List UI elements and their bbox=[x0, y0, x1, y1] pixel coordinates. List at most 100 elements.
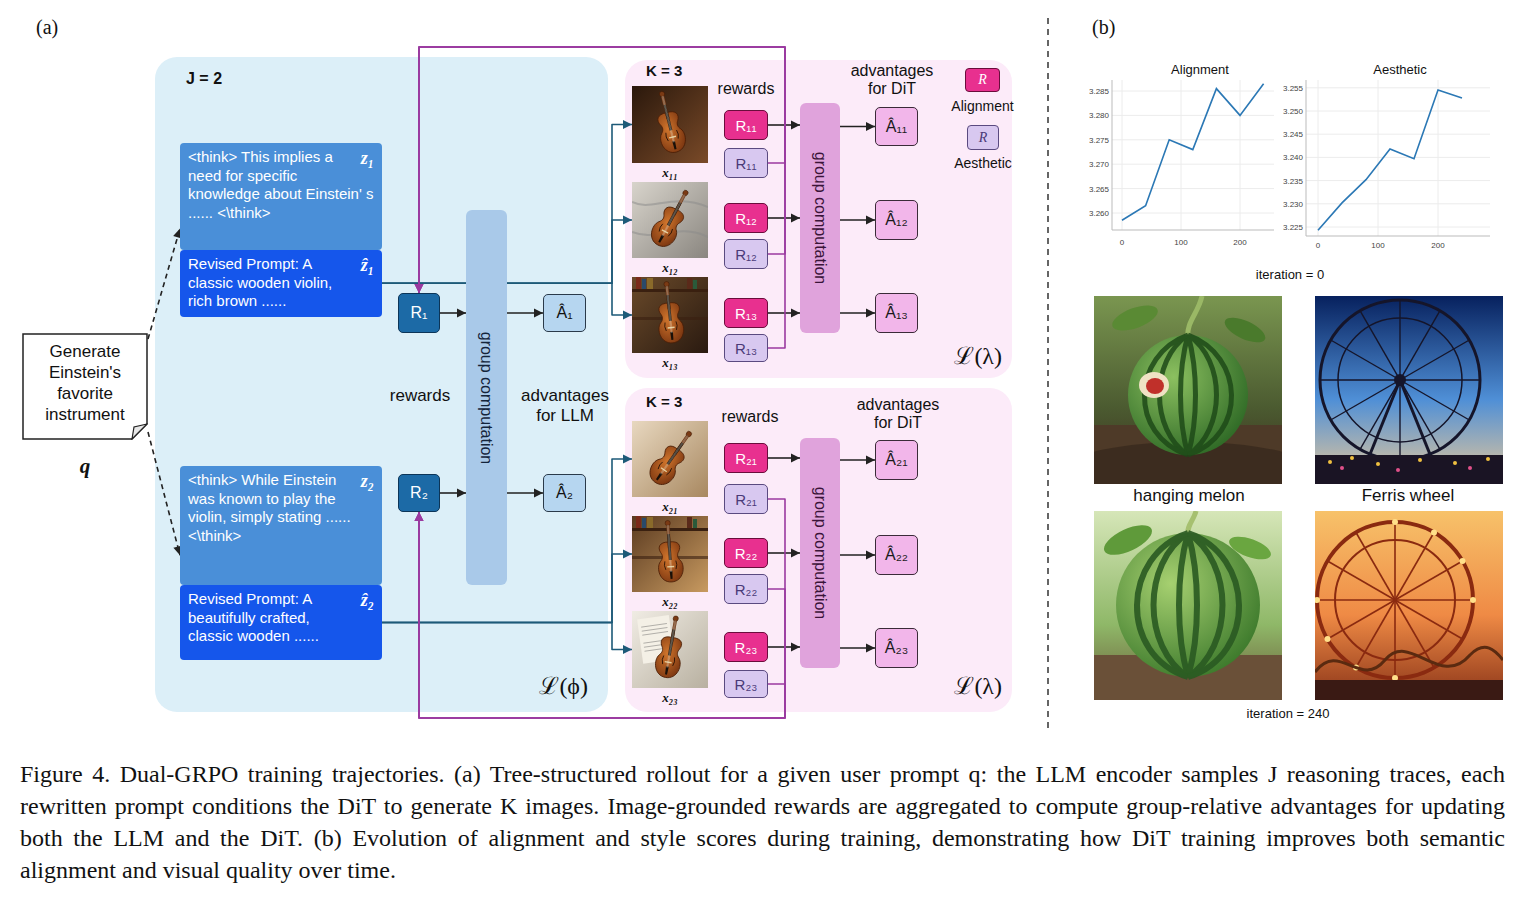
annotation-label: 200 bbox=[1431, 241, 1444, 250]
connector-line bbox=[382, 459, 632, 623]
alignment-reward-box: R₂₂ bbox=[724, 538, 768, 568]
arrowhead bbox=[415, 284, 424, 293]
annotation-label: (a) bbox=[36, 16, 58, 39]
connector-line bbox=[419, 47, 785, 293]
latent-symbol: z₁ bbox=[361, 148, 374, 168]
trace-text: Revised Prompt: A classic wooden violin,… bbox=[188, 255, 374, 311]
annotation-label: rewards bbox=[390, 386, 450, 406]
group-text: group computation bbox=[811, 152, 829, 285]
aesthetic-reward-box: R₂₃ bbox=[724, 670, 768, 698]
arrowhead bbox=[415, 512, 424, 521]
annotation-label: Ferris wheel bbox=[1362, 486, 1455, 506]
symbol-text: Â₂ bbox=[556, 484, 573, 502]
generated-image: x₁₁ bbox=[632, 86, 708, 163]
connector-line bbox=[148, 432, 180, 555]
connector-line bbox=[382, 623, 632, 650]
arrowhead bbox=[415, 284, 424, 293]
connector-arrow bbox=[415, 47, 786, 348]
connector-line bbox=[507, 312, 543, 314]
violin-image bbox=[632, 182, 708, 258]
connector-line bbox=[840, 647, 875, 649]
connector-line bbox=[840, 312, 875, 314]
llm-advantage-box: Â₁ bbox=[543, 294, 586, 332]
connector-line bbox=[768, 312, 800, 314]
connector-line bbox=[768, 646, 800, 648]
connector-line bbox=[840, 126, 875, 128]
connector-line bbox=[419, 47, 785, 348]
image-label: x₂₁ bbox=[632, 499, 708, 514]
symbol-text: R₁₂ bbox=[735, 210, 757, 227]
connector-arrow bbox=[840, 216, 875, 225]
connector-line bbox=[768, 124, 800, 126]
arrowhead bbox=[866, 216, 875, 225]
connector-arrow bbox=[382, 455, 632, 623]
connector-line bbox=[419, 512, 785, 718]
dit-panel: K = 3ℒ(λ)x₂₁x₂₂x₂₃R₂₁R₂₁R₂₂R₂₂R₂₃R₂₃grou… bbox=[625, 388, 1012, 712]
connector-arrow bbox=[415, 499, 786, 718]
annotation-label: 3.245 bbox=[1283, 130, 1303, 139]
symbol-text: Â₁₁ bbox=[886, 118, 907, 136]
symbol-text: R₁ bbox=[411, 304, 428, 322]
dit-advantage-box: Â₂₁ bbox=[875, 440, 918, 480]
annotation-label: 100 bbox=[1371, 241, 1384, 250]
aesthetic-reward-box: R₂₁ bbox=[724, 484, 768, 514]
connector-arrow bbox=[382, 550, 632, 623]
image-label: x₂₂ bbox=[632, 594, 708, 609]
annotation-label: 3.270 bbox=[1089, 160, 1109, 169]
connector-arrow bbox=[768, 454, 800, 463]
connector-arrow bbox=[507, 309, 543, 318]
arrowhead bbox=[457, 489, 466, 498]
connector-arrow bbox=[415, 47, 786, 293]
connector-arrow bbox=[415, 512, 786, 718]
annotation-label: (b) bbox=[1092, 16, 1115, 39]
connector-line bbox=[440, 492, 466, 494]
connector-line bbox=[440, 312, 466, 314]
connector-arrow bbox=[768, 549, 800, 558]
panel-heading: K = 3 bbox=[646, 393, 682, 410]
annotation-label: Alignment bbox=[1171, 62, 1229, 77]
symbol-text: Â₁ bbox=[556, 304, 572, 322]
alignment-chart bbox=[1112, 80, 1274, 230]
connector-arrow bbox=[440, 489, 466, 498]
symbol-text: Â₁₃ bbox=[885, 304, 908, 322]
arrowhead bbox=[173, 545, 182, 555]
panel-heading: K = 3 bbox=[646, 62, 682, 79]
arrowhead bbox=[791, 643, 800, 652]
revised-prompt-box: ẑ₁Revised Prompt: A classic wooden violi… bbox=[180, 250, 382, 317]
arrowhead bbox=[623, 645, 632, 654]
symbol-text: R₂₁ bbox=[735, 450, 757, 467]
trace-text: <think> This implies a need for specific… bbox=[188, 148, 374, 222]
dit-advantage-box: Â₂₃ bbox=[875, 628, 918, 668]
image-label: x₁₃ bbox=[632, 355, 708, 370]
image-label: x₁₁ bbox=[632, 165, 708, 180]
annotation-label: 100 bbox=[1174, 238, 1187, 247]
melon-image bbox=[1094, 511, 1282, 700]
figure-caption: Figure 4. Dual-GRPO training trajectorie… bbox=[20, 758, 1505, 886]
connector-arrow bbox=[768, 309, 800, 318]
arrowhead bbox=[623, 550, 632, 559]
arrowhead bbox=[791, 454, 800, 463]
llm-reward-box: R₂ bbox=[398, 474, 440, 512]
arrowhead bbox=[866, 456, 875, 465]
arrowhead bbox=[415, 512, 424, 521]
symbol-text: Â₂₃ bbox=[885, 639, 908, 657]
annotation-label: 3.225 bbox=[1283, 223, 1303, 232]
panel-heading: J = 2 bbox=[186, 70, 222, 88]
connector-arrow bbox=[382, 283, 632, 319]
generated-image: x₁₂ bbox=[632, 182, 708, 258]
arrowhead bbox=[791, 121, 800, 130]
aesthetic-reward-box: R₁₃ bbox=[724, 334, 768, 362]
connector-line bbox=[419, 47, 785, 293]
annotation-label: 3.240 bbox=[1283, 153, 1303, 162]
annotation-label: 0 bbox=[1316, 241, 1320, 250]
connector-arrow bbox=[768, 643, 800, 652]
dit-advantage-box: Â₁₁ bbox=[875, 107, 918, 146]
connector-line bbox=[419, 499, 785, 718]
symbol-text: Â₂₂ bbox=[885, 546, 908, 564]
reasoning-trace-box: z₁<think> This implies a need for specif… bbox=[180, 143, 382, 250]
connector-arrow bbox=[768, 214, 800, 223]
loss-label: ℒ(λ) bbox=[954, 342, 1002, 370]
annotation-label: Aesthetic bbox=[1373, 62, 1426, 77]
generated-image: x₁₃ bbox=[632, 277, 708, 353]
